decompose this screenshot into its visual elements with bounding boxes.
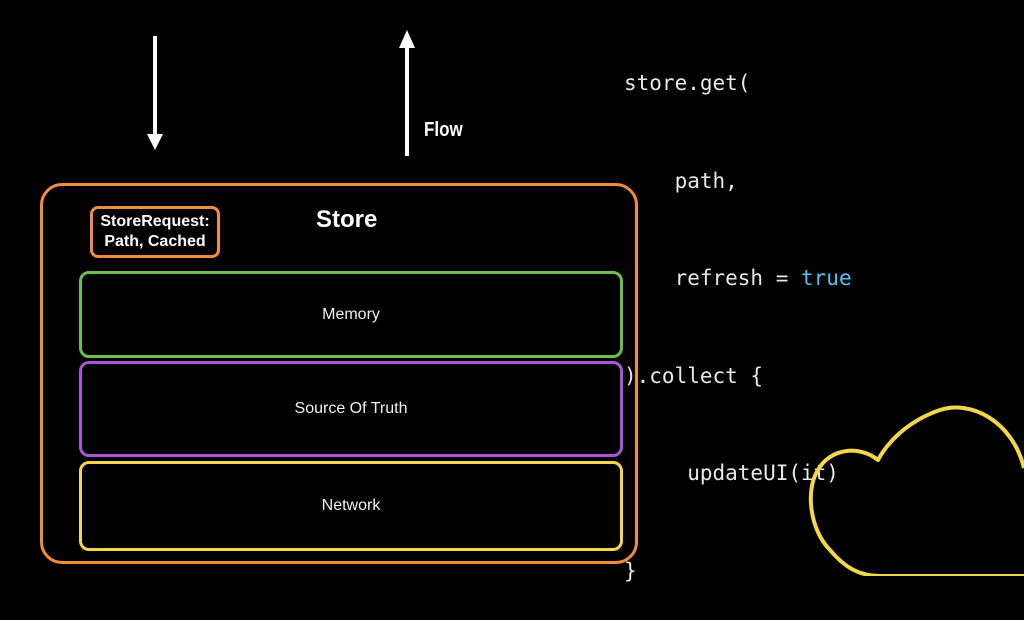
memory-label: Memory xyxy=(322,305,380,323)
code-line-2: path, xyxy=(674,168,738,193)
arrow-down-icon xyxy=(147,36,163,150)
flow-arrows xyxy=(147,30,415,156)
arrow-up-icon xyxy=(399,30,415,156)
source-of-truth-layer: Source Of Truth xyxy=(79,361,623,457)
store-request-label: StoreRequest: xyxy=(100,213,210,230)
network-label: Network xyxy=(321,497,381,514)
store-title: Store xyxy=(316,206,378,233)
flow-label: Flow xyxy=(424,119,463,141)
code-line-4: ).collect { xyxy=(624,363,764,388)
code-line-1: store.get( xyxy=(624,71,751,95)
store-request-box: StoreRequest: Path, Cached xyxy=(90,206,220,258)
code-keyword-true: true xyxy=(801,266,852,290)
store-container xyxy=(40,183,638,564)
source-of-truth-label: Source Of Truth xyxy=(294,400,408,417)
store-request-params: Path, Cached xyxy=(104,233,206,250)
memory-layer: Memory xyxy=(79,271,623,358)
code-snippet: store.get( path, refresh = true ).collec… xyxy=(624,2,852,620)
network-layer: Network xyxy=(79,461,623,551)
code-line-3: refresh = true xyxy=(674,266,852,290)
cloud-icon xyxy=(808,405,1024,576)
